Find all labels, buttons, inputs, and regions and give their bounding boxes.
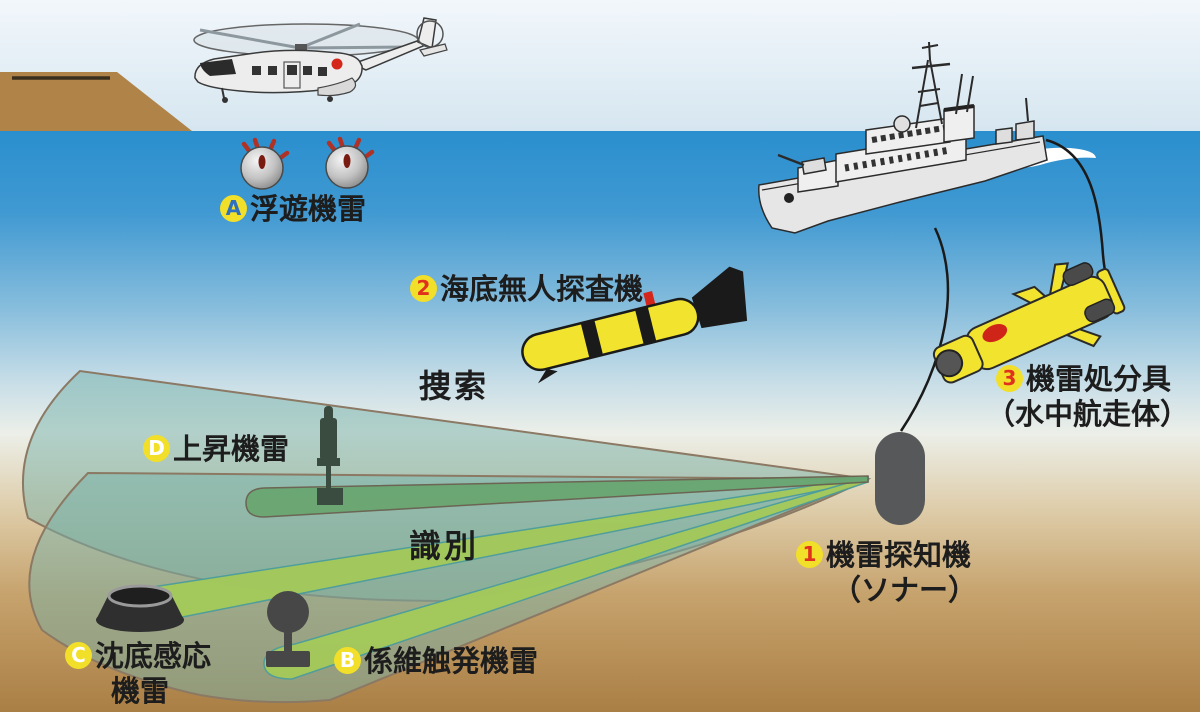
mine-disposal-vehicle-icon — [932, 262, 1126, 384]
label-moored-mine-text: 係維触発機雷 — [364, 644, 539, 678]
label-floating-mine: A 浮遊機雷 — [220, 192, 366, 227]
badge-2: 2 — [410, 275, 437, 302]
beam-to-rising-mine — [245, 475, 869, 518]
sonar-identify-fan — [28, 471, 869, 704]
badge-3: 3 — [996, 365, 1023, 392]
label-identify-text: 識別 — [409, 527, 480, 565]
label-seabed-probe-text: 海底無人探査機 — [440, 272, 644, 306]
badge-b: B — [334, 647, 361, 674]
sky — [0, 0, 1200, 131]
label-rising-mine: D 上昇機雷 — [143, 432, 289, 467]
label-identify: 識別 — [409, 527, 479, 566]
moored-mine-icon — [266, 591, 310, 667]
label-bottom-mine: C 沈底感応 機雷 — [65, 639, 211, 710]
label-disposal-vehicle-line1: 機雷処分具 — [1026, 362, 1172, 396]
coastal-land — [0, 72, 192, 131]
label-moored-mine: B 係維触発機雷 — [334, 644, 538, 679]
label-bottom-mine-line1: 沈底感応 — [95, 639, 212, 673]
label-disposal-vehicle-line2: （水中航走体） — [986, 397, 1190, 432]
sonar-cable — [899, 227, 950, 432]
label-mine-detector-line2: （ソナー） — [832, 573, 978, 608]
seabed-probe-icon — [521, 266, 748, 384]
label-mine-detector: 1 機雷探知機 （ソナー） — [796, 538, 977, 609]
label-bottom-mine-line2: 機雷 — [111, 674, 170, 709]
bottom-mine-icon — [96, 584, 184, 632]
helicopter-icon — [193, 17, 448, 103]
badge-d: D — [143, 435, 170, 462]
badge-1: 1 — [796, 541, 823, 568]
label-disposal-vehicle: 3 機雷処分具 （水中航走体） — [986, 362, 1189, 433]
label-floating-mine-text: 浮遊機雷 — [250, 192, 367, 226]
label-search: 捜索 — [419, 367, 489, 406]
label-search-text: 捜索 — [419, 367, 490, 405]
label-seabed-probe: 2 海底無人探査機 — [410, 272, 643, 307]
sonar-body — [875, 432, 925, 525]
label-rising-mine-text: 上昇機雷 — [173, 432, 290, 466]
badge-a: A — [220, 195, 247, 222]
minesweeper-ship-icon — [758, 41, 1048, 234]
beam-to-moored-mine — [263, 476, 869, 680]
label-mine-detector-line1: 機雷探知機 — [826, 538, 972, 572]
rising-mine-icon — [317, 406, 343, 505]
badge-c: C — [65, 642, 92, 669]
